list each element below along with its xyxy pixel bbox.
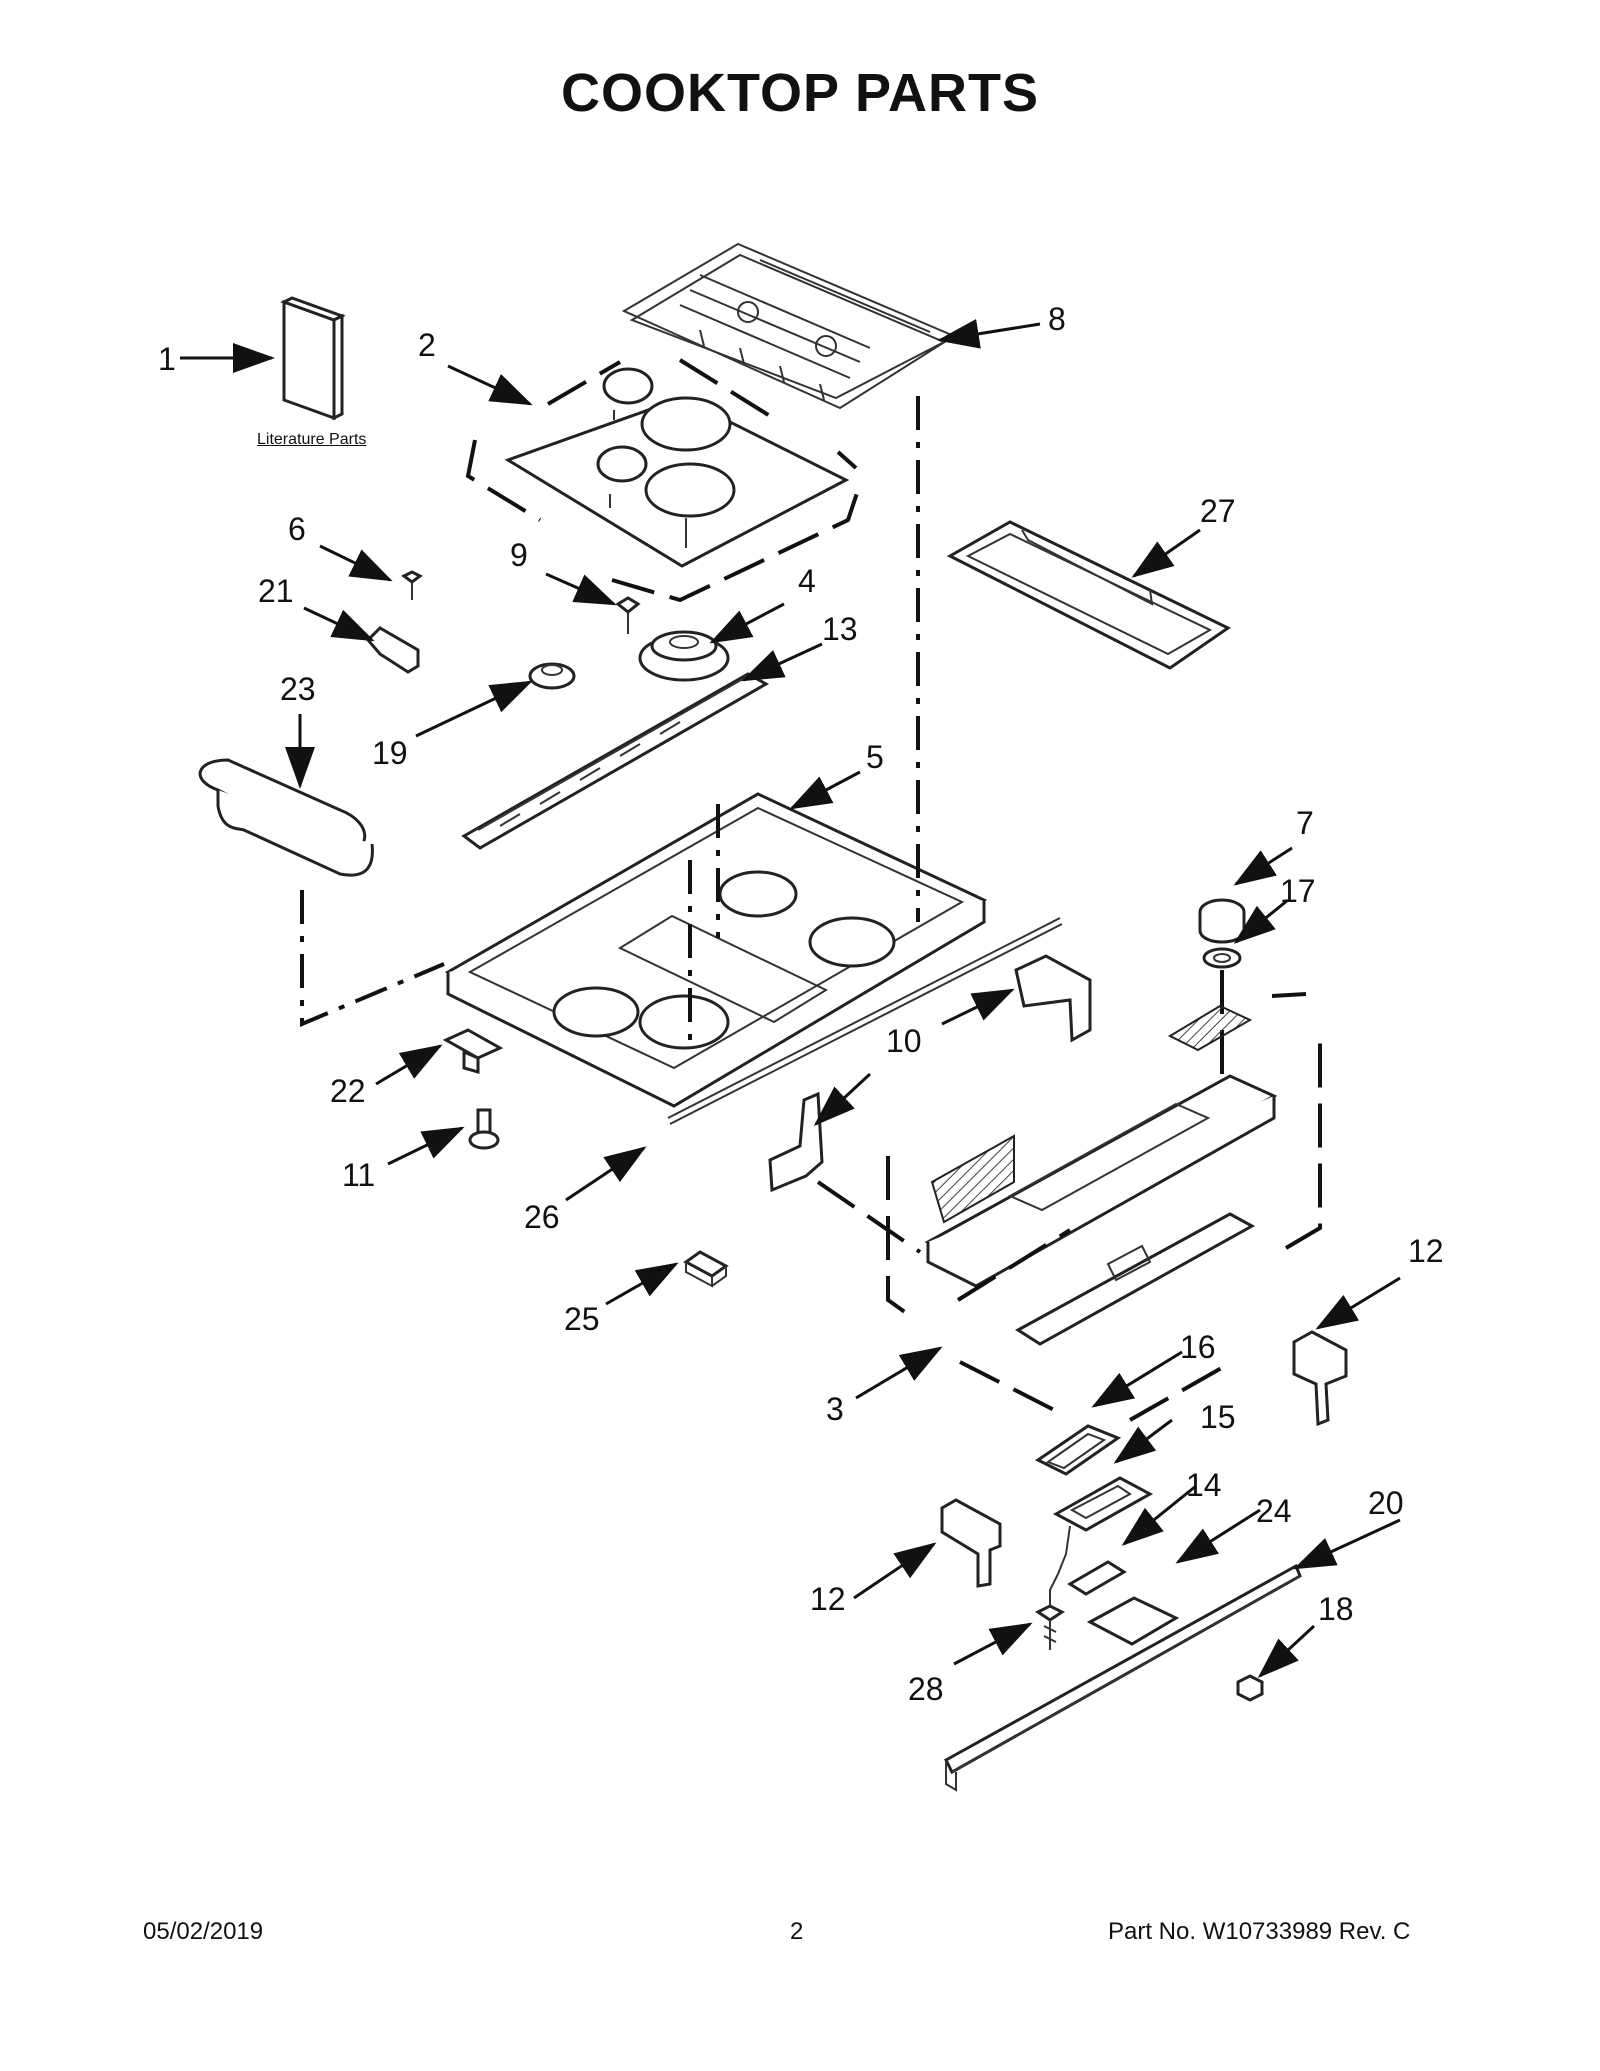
shield-24 bbox=[1086, 1596, 1180, 1646]
rod-26 bbox=[667, 917, 1063, 1125]
cooktop-main-tray bbox=[300, 396, 988, 1108]
board-14 bbox=[1067, 1560, 1127, 1596]
leveler-11 bbox=[468, 1108, 500, 1150]
cover-16 bbox=[1035, 1424, 1122, 1476]
callout-24: 24 bbox=[1256, 1493, 1292, 1529]
callout-6: 6 bbox=[288, 511, 306, 547]
end-bracket-12b bbox=[940, 1498, 1002, 1588]
clip-22 bbox=[442, 1028, 504, 1074]
callout-2: 2 bbox=[418, 327, 436, 363]
callout-16: 16 bbox=[1180, 1329, 1216, 1365]
literature-book bbox=[280, 296, 346, 421]
callout-11: 11 bbox=[342, 1157, 375, 1193]
callout-9: 9 bbox=[510, 537, 528, 573]
page-title: COOKTOP PARTS bbox=[560, 63, 1040, 123]
callout-3: 3 bbox=[826, 1391, 844, 1427]
oval-cover-23 bbox=[198, 758, 374, 877]
callout-numbers: 1 2 3 4 5 6 7 8 9 10 11 12 12 13 14 15 1… bbox=[158, 301, 1444, 1707]
control-panel-3 bbox=[816, 992, 1322, 1422]
callout-21: 21 bbox=[258, 573, 294, 609]
callout-23: 23 bbox=[280, 671, 316, 707]
callout-13: 13 bbox=[822, 611, 858, 647]
callout-12a: 12 bbox=[1408, 1233, 1444, 1269]
literature-parts-label: Literature Parts bbox=[257, 431, 367, 448]
callout-20: 20 bbox=[1368, 1485, 1404, 1521]
block-25 bbox=[683, 1250, 729, 1288]
manifold-bar-13 bbox=[461, 672, 770, 850]
screw-28 bbox=[1035, 1525, 1071, 1650]
end-bracket-12a bbox=[1292, 1330, 1348, 1427]
leader-lines bbox=[180, 319, 1401, 1679]
knob-ring-17 bbox=[1202, 947, 1242, 1076]
callout-28: 28 bbox=[908, 1671, 944, 1707]
callout-19: 19 bbox=[372, 735, 408, 771]
callout-22: 22 bbox=[330, 1073, 366, 1109]
callout-5: 5 bbox=[866, 739, 884, 775]
side-bracket-10b bbox=[768, 1091, 824, 1193]
footer-date: 05/02/2019 bbox=[143, 1918, 264, 1945]
bracket-21 bbox=[365, 626, 420, 674]
callout-12b: 12 bbox=[810, 1581, 846, 1617]
burner-4 bbox=[638, 630, 730, 682]
callout-25: 25 bbox=[564, 1301, 600, 1337]
callout-27: 27 bbox=[1200, 493, 1236, 529]
screw-6 bbox=[401, 570, 423, 600]
callout-4: 4 bbox=[798, 563, 816, 599]
callout-10a: 10 bbox=[886, 1023, 922, 1059]
cooktop-grate bbox=[621, 242, 957, 410]
callout-15: 15 bbox=[1200, 1399, 1236, 1435]
control-knob-7 bbox=[1198, 898, 1246, 944]
cooktop-glass bbox=[465, 358, 862, 603]
callout-17: 17 bbox=[1280, 873, 1316, 909]
side-bracket-10a bbox=[1014, 954, 1092, 1043]
tray-panel bbox=[946, 520, 1231, 670]
footer-part-number: Part No. W10733989 Rev. C bbox=[1108, 1918, 1411, 1945]
board-15 bbox=[1052, 1476, 1154, 1532]
callout-1: 1 bbox=[158, 341, 176, 377]
callout-8: 8 bbox=[1048, 301, 1066, 337]
callout-14: 14 bbox=[1186, 1467, 1222, 1503]
screw-9 bbox=[615, 596, 641, 634]
callout-7: 7 bbox=[1296, 805, 1314, 841]
callout-26: 26 bbox=[524, 1199, 560, 1235]
trim-20 bbox=[944, 1563, 1302, 1792]
callout-18: 18 bbox=[1318, 1591, 1354, 1627]
nut-18 bbox=[1236, 1674, 1264, 1702]
footer-page-number: 2 bbox=[790, 1918, 804, 1945]
small-knob-19 bbox=[528, 662, 576, 690]
